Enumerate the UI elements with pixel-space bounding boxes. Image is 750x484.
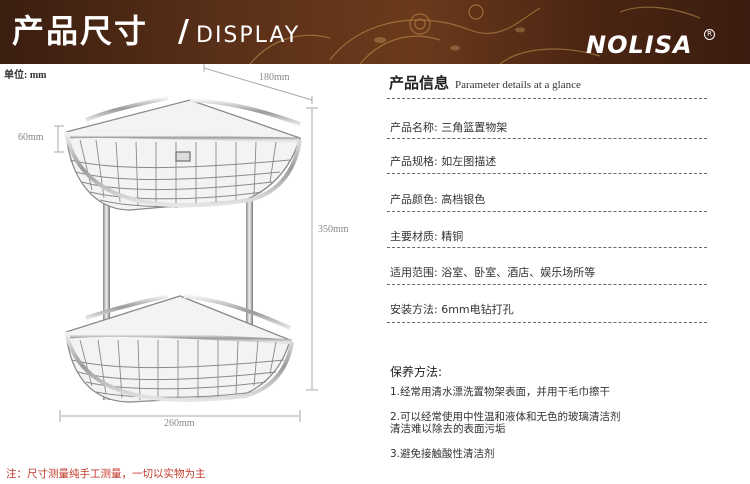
product-info-panel: 产品信息 Parameter details at a glance 产品名称:… bbox=[383, 66, 745, 484]
divider bbox=[387, 284, 707, 285]
info-row-value: 6mm电钻打孔 bbox=[441, 303, 514, 316]
title-separator: / bbox=[178, 14, 189, 49]
divider bbox=[387, 138, 707, 139]
info-row-label: 产品名称: bbox=[390, 121, 438, 134]
dimension-basket-height: 60mm bbox=[18, 132, 44, 143]
product-illustration bbox=[54, 64, 318, 422]
header-banner: 产品尺寸 / DISPLAY NOLISA R bbox=[0, 0, 750, 64]
registered-mark-icon: R bbox=[704, 29, 715, 40]
care-item: 1.经常用清水漂洗置物架表面，并用干毛巾擦干 bbox=[390, 386, 611, 398]
dimension-total-height: 350mm bbox=[318, 224, 349, 235]
divider bbox=[387, 322, 707, 323]
page-subtitle: DISPLAY bbox=[196, 23, 301, 48]
info-row-label: 适用范围: bbox=[390, 266, 438, 279]
info-row-material: 主要材质: 精铜 bbox=[390, 228, 463, 244]
info-heading-en: Parameter details at a glance bbox=[455, 79, 581, 91]
info-row-label: 主要材质: bbox=[390, 230, 438, 243]
info-heading: 产品信息 Parameter details at a glance bbox=[389, 72, 581, 93]
info-row-value: 高档银色 bbox=[441, 193, 486, 206]
divider bbox=[387, 173, 707, 174]
care-title: 保养方法: bbox=[390, 365, 443, 379]
info-row-install: 安装方法: 6mm电钻打孔 bbox=[390, 301, 514, 317]
dimension-width-top: 180mm bbox=[259, 72, 290, 83]
divider bbox=[387, 211, 707, 212]
info-row-spec: 产品规格: 如左图描述 bbox=[390, 153, 496, 169]
care-item: 2.可以经常使用中性温和液体和无色的玻璃清洁剂 bbox=[390, 411, 621, 423]
care-item: 3.避免接触酸性清洁剂 bbox=[390, 448, 495, 460]
care-item: 清洁难以除去的表面污垢 bbox=[390, 423, 506, 435]
info-row-label: 安装方法: bbox=[390, 303, 438, 316]
divider bbox=[387, 98, 707, 99]
info-row-usage: 适用范围: 浴室、卧室、酒店、娱乐场所等 bbox=[390, 264, 595, 280]
info-row-color: 产品颜色: 高档银色 bbox=[390, 191, 485, 207]
info-row-value: 如左图描述 bbox=[441, 155, 497, 168]
unit-label: 单位: mm bbox=[4, 70, 47, 81]
info-heading-zh: 产品信息 bbox=[389, 74, 450, 92]
brand-logo: NOLISA bbox=[586, 31, 693, 59]
info-row-label: 产品颜色: bbox=[390, 193, 438, 206]
info-row-value: 浴室、卧室、酒店、娱乐场所等 bbox=[441, 266, 596, 279]
info-row-value: 三角篮置物架 bbox=[441, 121, 508, 134]
info-row-name: 产品名称: 三角篮置物架 bbox=[390, 119, 507, 135]
page-title: 产品尺寸 bbox=[12, 12, 149, 50]
dimension-width-bottom: 260mm bbox=[164, 418, 195, 429]
info-row-label: 产品规格: bbox=[390, 155, 438, 168]
info-row-value: 精铜 bbox=[441, 230, 464, 243]
floral-ornament-icon bbox=[249, 4, 701, 64]
divider bbox=[387, 247, 707, 248]
measurement-note: 注：尺寸测量纯手工测量，一切以实物为主 bbox=[6, 468, 206, 480]
